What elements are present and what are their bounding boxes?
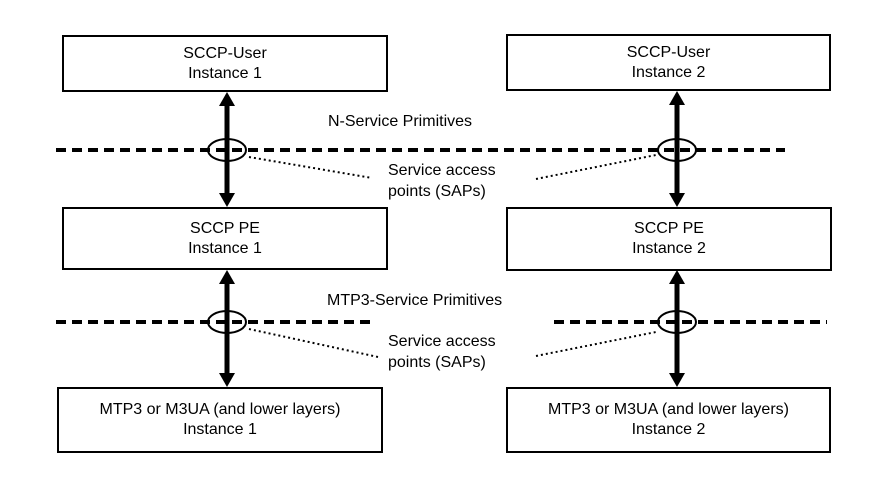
box-sccp-pe-instance-2: SCCP PE Instance 2	[506, 207, 832, 271]
label-sap-bottom-line1: Service access	[388, 333, 496, 350]
label-sap-top-line2: points (SAPs)	[388, 183, 486, 200]
double-arrow-bottom-left	[219, 270, 235, 387]
box-line1: SCCP-User	[626, 43, 711, 61]
label-sap-top-line1: Service access	[388, 162, 496, 179]
label-mtp3-service-primitives: MTP3-Service Primitives	[327, 292, 503, 309]
double-arrow-top-left	[219, 92, 235, 207]
box-line2: Instance 1	[188, 239, 262, 257]
leader-line-top-right	[535, 154, 657, 180]
label-n-service-primitives: N-Service Primitives	[328, 113, 473, 130]
box-mtp3-instance-2: MTP3 or M3UA (and lower layers) Instance…	[506, 387, 831, 453]
box-line1: SCCP PE	[634, 220, 704, 237]
box-line2: Instance 1	[188, 64, 262, 82]
box-sccp-user-instance-1: SCCP-User Instance 1	[62, 35, 388, 92]
box-line1: MTP3 or M3UA (and lower layers)	[99, 401, 341, 418]
box-line2: Instance 1	[183, 421, 257, 438]
label-sap-bottom: Service access points (SAPs)	[388, 331, 496, 373]
box-line2: Instance 2	[631, 63, 706, 81]
label-sap-top: Service access points (SAPs)	[388, 160, 496, 202]
leader-line-bottom-left	[248, 328, 379, 358]
leader-line-bottom-right	[535, 331, 657, 357]
leader-line-top-left	[248, 156, 373, 179]
box-sccp-pe-instance-1: SCCP PE Instance 1	[62, 207, 388, 270]
box-mtp3-instance-1: MTP3 or M3UA (and lower layers) Instance…	[57, 387, 383, 453]
box-sccp-user-instance-2: SCCP-User Instance 2	[506, 34, 831, 91]
box-line1: SCCP PE	[190, 219, 260, 237]
box-line2: Instance 2	[632, 240, 706, 257]
label-sap-bottom-line2: points (SAPs)	[388, 354, 486, 371]
double-arrow-bottom-right	[669, 270, 685, 387]
box-line2: Instance 2	[631, 421, 706, 438]
box-line1: MTP3 or M3UA (and lower layers)	[548, 401, 789, 418]
double-arrow-top-right	[669, 91, 685, 207]
box-line1: SCCP-User	[183, 44, 267, 62]
